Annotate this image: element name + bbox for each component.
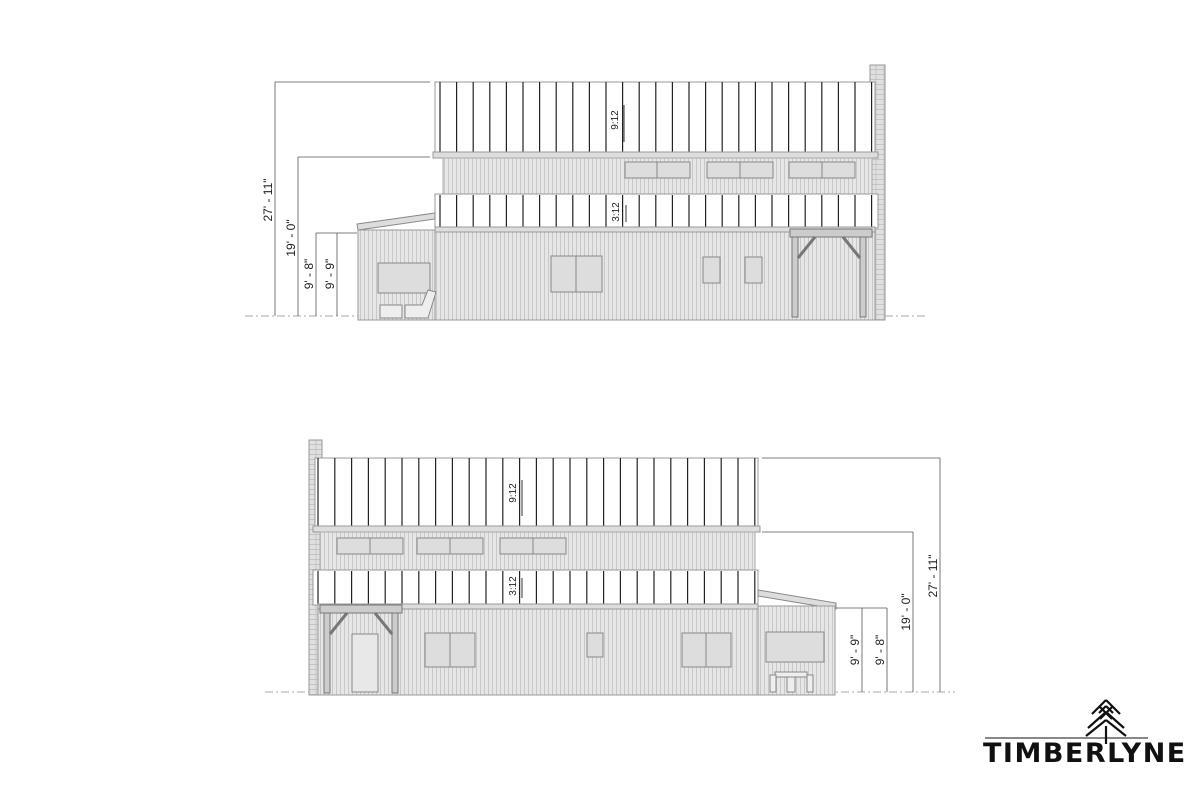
lower-roof [312, 569, 759, 606]
main-windows [351, 632, 732, 693]
roof-pitch-label: 3:12 [508, 576, 519, 596]
clerestory-windows [336, 537, 567, 555]
dimension-lines [274, 81, 430, 316]
patio-furniture [769, 671, 814, 693]
dimension-lines [762, 457, 941, 692]
patio-furniture [379, 289, 437, 319]
shed-roof [356, 212, 436, 231]
dimension-label: 19' - 0" [899, 593, 913, 630]
shed-roof [757, 589, 837, 610]
lower-roof [434, 193, 879, 229]
main-wall [434, 231, 876, 321]
dimension-label: 9' - 9" [323, 259, 337, 290]
elevation-top: 27' - 11" 19' - 0" 9' - 8" 9' - 9" 9:12 … [245, 64, 925, 321]
timberlyne-logo-tree-icon [985, 699, 1148, 744]
shed-window [377, 262, 431, 294]
dimension-label: 27' - 11" [261, 178, 275, 221]
roof-pitch-label: 3:12 [611, 202, 622, 222]
roof-fascia [312, 525, 761, 533]
dimension-label: 9' - 9" [848, 635, 862, 666]
dimension-label: 27' - 11" [926, 554, 940, 597]
roof-pitch-label: 9:12 [508, 483, 519, 503]
roof-fascia [432, 151, 879, 159]
roof-pitch-label: 9:12 [610, 110, 621, 130]
clerestory-windows [624, 161, 856, 179]
dimension-label: 9' - 8" [873, 635, 887, 666]
upper-roof-ribs [439, 82, 873, 153]
brand-wordmark: TIMBERLYNE [983, 738, 1187, 769]
upper-roof-ribs [317, 458, 756, 527]
dimension-label: 9' - 8" [302, 259, 316, 290]
upper-roof [434, 81, 876, 155]
timber-porch-frame [319, 604, 403, 694]
lower-roof-ribs [439, 195, 873, 227]
elevation-bottom: 27' - 11" 19' - 0" 9' - 8" 9' - 9" 9:12 … [265, 439, 955, 696]
shed-window [765, 631, 825, 663]
lower-roof-ribs [317, 571, 756, 604]
timber-porch-frame [789, 228, 873, 318]
main-windows [550, 255, 763, 293]
dimension-label: 19' - 0" [284, 219, 298, 256]
